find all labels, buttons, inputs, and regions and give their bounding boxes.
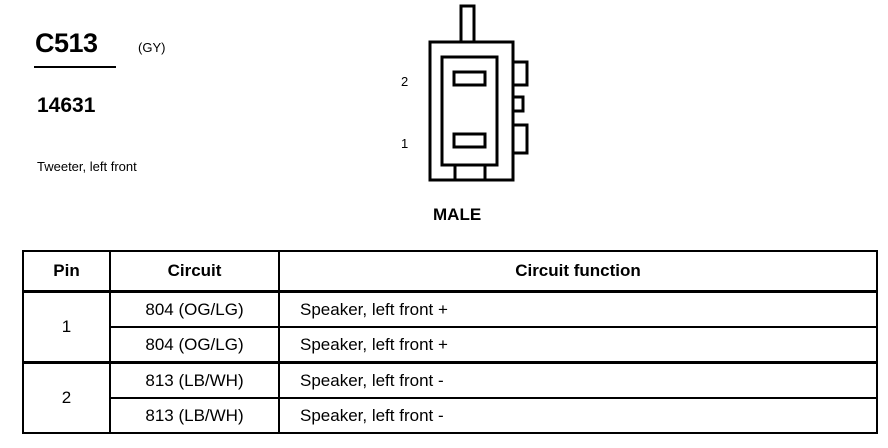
side-tab-upper <box>511 60 529 87</box>
pin-label-1: 1 <box>401 136 409 151</box>
pin-number-cell: 1 <box>22 290 111 364</box>
connector-id: C513 <box>35 28 98 58</box>
header-circuit-function: Circuit function <box>278 250 878 293</box>
pin-number-cell: 2 <box>22 361 111 434</box>
terminal-pin-2 <box>452 70 487 87</box>
circuit-cell: 813 (LB/WH) <box>109 397 280 434</box>
terminal-pin-1 <box>452 132 487 149</box>
connector-gender-label: MALE <box>433 205 482 224</box>
circuit-cell: 804 (OG/LG) <box>109 326 280 364</box>
table-row: 2 813 (LB/WH) Speaker, left front - <box>22 361 878 434</box>
table-row: 1 804 (OG/LG) Speaker, left front + <box>22 290 878 364</box>
table-row: 813 (LB/WH) Speaker, left front - <box>23 397 878 434</box>
circuit-cell: 813 (LB/WH) <box>109 361 280 399</box>
side-tab-lower <box>511 123 529 155</box>
part-number: 14631 <box>37 94 96 117</box>
header-circuit: Circuit <box>109 250 280 293</box>
circuit-function-cell: Speaker, left front - <box>278 361 878 399</box>
connector-color: (GY) <box>138 40 166 55</box>
table-row: 804 (OG/LG) Speaker, left front + <box>23 326 878 364</box>
circuit-function-cell: Speaker, left front + <box>278 326 878 364</box>
circuit-function-cell: Speaker, left front - <box>278 397 878 434</box>
connector-latch-tab <box>459 4 476 44</box>
circuit-cell: 804 (OG/LG) <box>109 290 280 328</box>
connector-bottom-lip <box>453 163 487 182</box>
pin-table: Pin Circuit Circuit function 1 804 (OG/L… <box>22 250 878 434</box>
connector-id-underline <box>34 66 116 68</box>
table-header-row: Pin Circuit Circuit function <box>22 250 878 293</box>
side-tab-middle <box>511 95 525 113</box>
connector-description: Tweeter, left front <box>37 159 137 174</box>
header-pin: Pin <box>22 250 111 293</box>
pin-label-2: 2 <box>401 74 409 89</box>
connector-face-diagram <box>428 4 529 182</box>
circuit-function-cell: Speaker, left front + <box>278 290 878 328</box>
